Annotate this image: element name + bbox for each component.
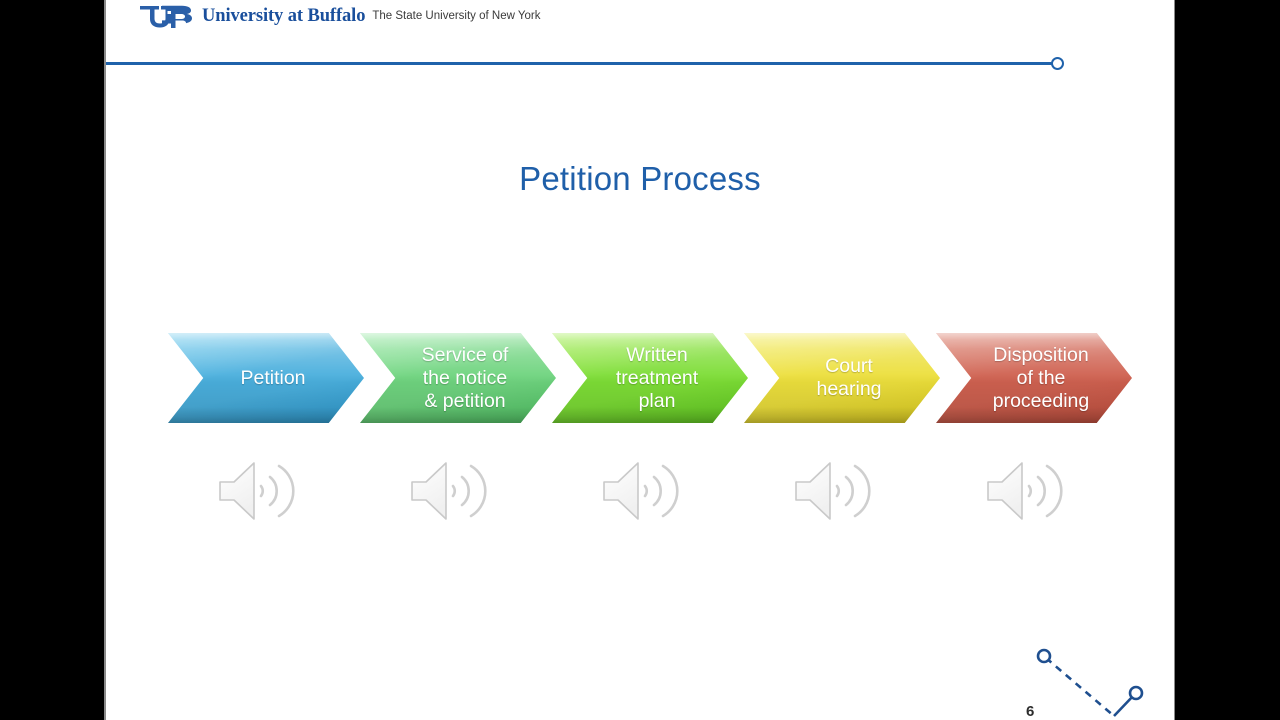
slide-canvas: University at Buffalo The State Universi… bbox=[106, 0, 1174, 720]
speaker-icon-3[interactable] bbox=[598, 455, 684, 527]
audio-icon-row bbox=[106, 455, 1174, 527]
letterbox-edge-right bbox=[1173, 0, 1175, 720]
page-title: Petition Process bbox=[519, 160, 761, 197]
speaker-icon-4[interactable] bbox=[790, 455, 876, 527]
process-step-1[interactable]: Petition bbox=[168, 333, 364, 423]
header-rule bbox=[106, 54, 1174, 74]
rule-end-node-icon bbox=[1051, 57, 1064, 70]
letterbox-edge-left bbox=[104, 0, 106, 720]
letterbox-bar-left bbox=[0, 0, 104, 720]
page-number: 6 bbox=[1026, 703, 1035, 720]
dashed-node-connector-icon bbox=[1036, 648, 1144, 717]
speaker-icon-2[interactable] bbox=[406, 455, 492, 527]
logo-tagline: The State University of New York bbox=[372, 9, 541, 22]
speaker-icon-5[interactable] bbox=[982, 455, 1068, 527]
logo-institution-name: University at Buffalo bbox=[202, 5, 366, 26]
letterbox-bar-right bbox=[1176, 0, 1280, 720]
header-rule-line bbox=[106, 62, 1056, 65]
speaker-icon-1[interactable] bbox=[214, 455, 300, 527]
ub-logo: University at Buffalo The State Universi… bbox=[139, 1, 540, 31]
ub-monogram-icon bbox=[140, 5, 192, 28]
process-step-label: Petition bbox=[240, 366, 306, 389]
